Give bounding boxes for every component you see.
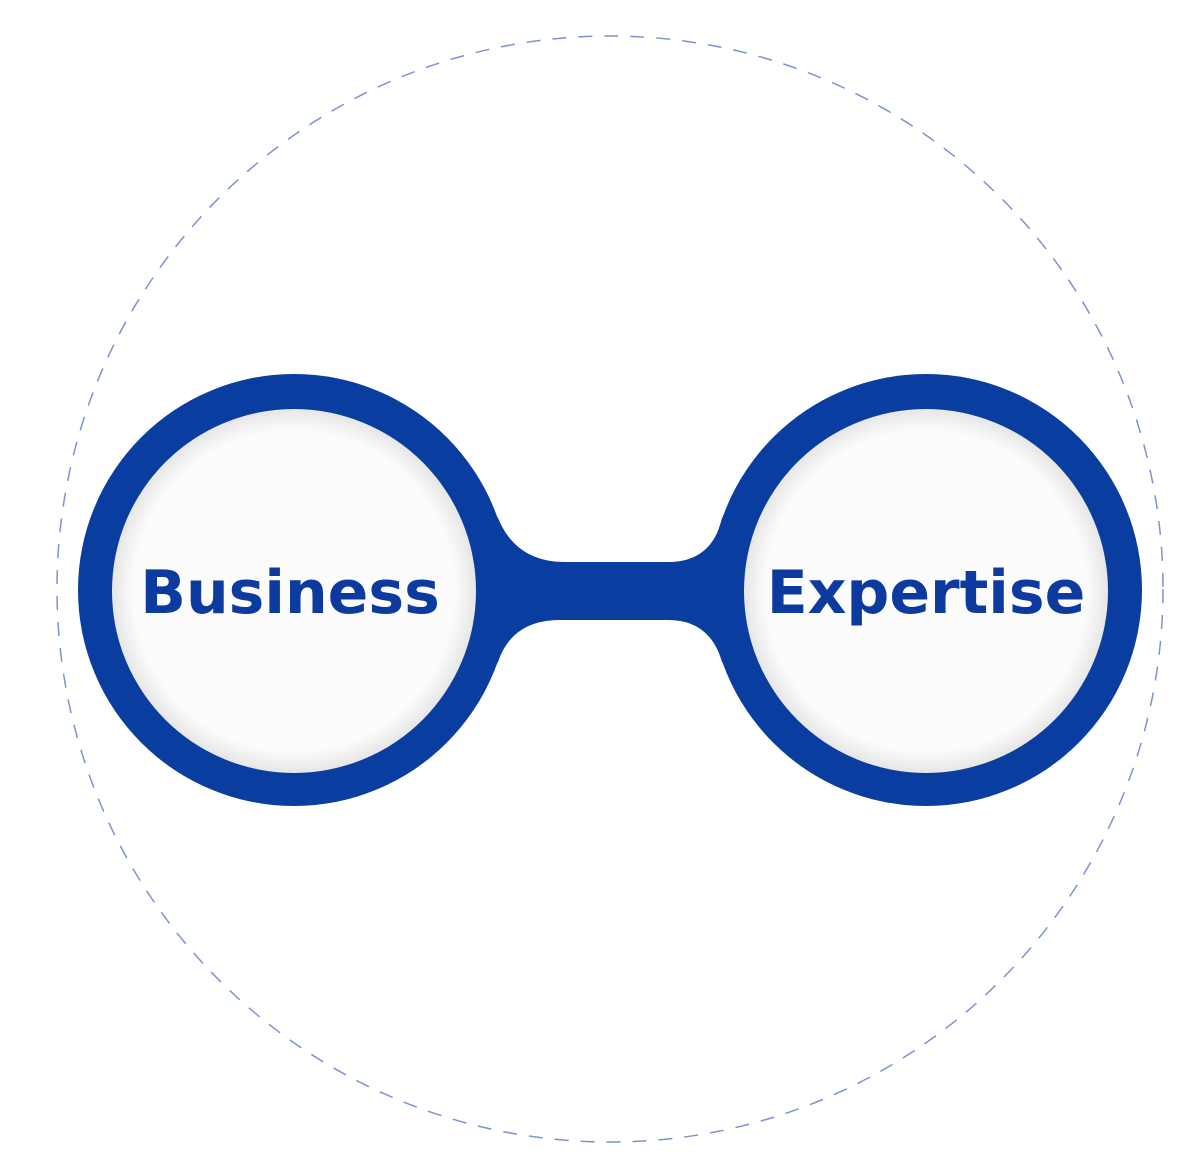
- bridge: [480, 500, 740, 680]
- dashed-outer-circle: [56, 35, 1164, 1143]
- right-lens: [744, 409, 1108, 773]
- left-lens: [112, 409, 476, 773]
- label-business: Business: [140, 558, 440, 628]
- label-expertise: Expertise: [767, 558, 1086, 628]
